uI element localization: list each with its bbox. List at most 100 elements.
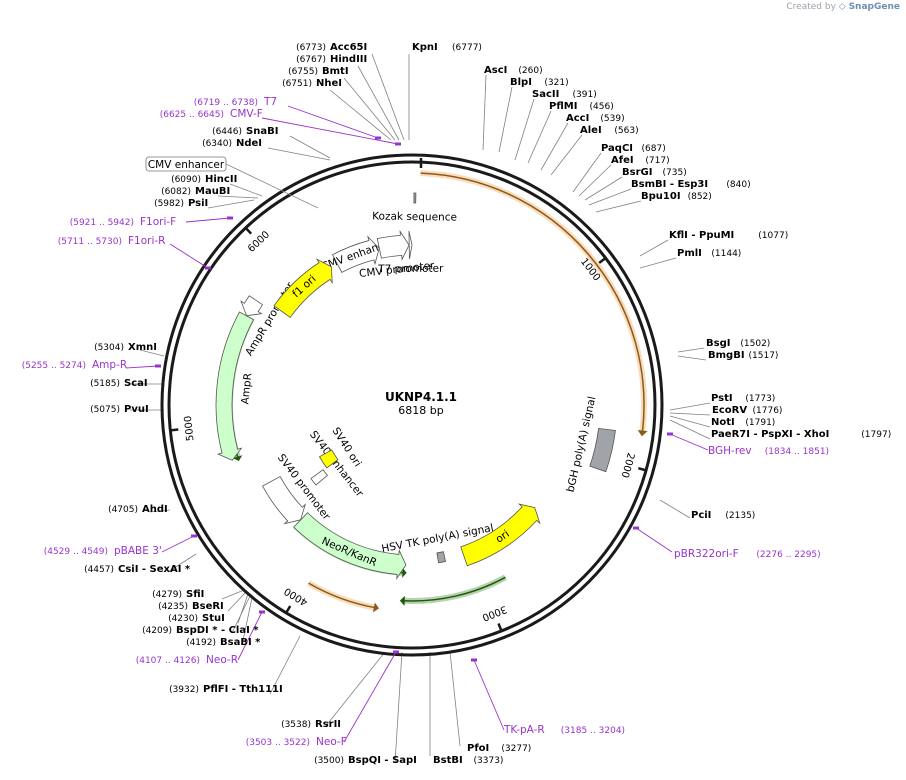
- site-pflfi: PflFI - Tth111I (3932): [169, 684, 283, 695]
- site-leader-line: [527, 110, 552, 164]
- site-bspdi: BspDI * - ClaI * (4209): [142, 625, 259, 636]
- site-pos: (1077): [758, 231, 788, 241]
- site-pos: (5304): [94, 343, 124, 353]
- site-pos: (391): [573, 90, 597, 100]
- site-name: BspDI * - ClaI *: [176, 625, 259, 636]
- site-bsrgi: BsrGI(735): [622, 167, 687, 178]
- ruler-label: 3000: [480, 603, 508, 623]
- site-bmgbi: BmgBI(1517): [708, 350, 778, 361]
- primer-neo-f: Neo-F(3503 .. 3522): [246, 650, 399, 748]
- callout-cmv-enhancer: CMV enhancer: [145, 156, 319, 209]
- primer-pbabe-3: pBABE 3'(4529 .. 4549): [44, 534, 197, 557]
- primer-tick: [259, 610, 265, 614]
- site-name: BsgI: [706, 338, 730, 349]
- primer-name: F1ori-F: [140, 216, 176, 228]
- orf-arc: [307, 580, 377, 611]
- site-name: KflI - PpuMI: [669, 230, 734, 241]
- callout-leader: [225, 163, 319, 209]
- site-name: BlpI: [510, 77, 532, 88]
- site-name: PflFI - Tth111I: [203, 684, 283, 695]
- site-pvui: PvuI(5075): [90, 404, 149, 415]
- site-pos: (6751): [282, 79, 312, 89]
- ruler-tick: [244, 226, 253, 235]
- site-name: PaqCI: [601, 143, 633, 154]
- primer-f1ori-r: F1ori-R(5711 .. 5730): [58, 235, 211, 270]
- site-pos: (1791): [745, 418, 775, 428]
- site-leader-line: [357, 65, 400, 141]
- primer-leader: [343, 651, 397, 743]
- site-pos: (6446): [212, 127, 242, 137]
- site-pos: (4705): [108, 505, 138, 515]
- primer-tick: [205, 266, 211, 270]
- primer-tick: [667, 432, 673, 436]
- site-hincii: HincII(6090): [171, 174, 237, 185]
- primer-name: T7: [263, 96, 277, 108]
- primer-pos: (1834 .. 1851): [765, 447, 829, 457]
- site-pos: (1517): [749, 351, 779, 361]
- feature-sv40-promoter: [262, 475, 307, 525]
- feature-sv40-ori: [318, 449, 339, 469]
- site-pmli: PmlI(1144): [677, 248, 741, 259]
- site-pos: (687): [642, 144, 666, 154]
- site-leader-line: [669, 419, 711, 440]
- primer-leader: [125, 365, 159, 369]
- primer-name: Neo-F: [316, 736, 347, 748]
- site-name: PmlI: [677, 248, 702, 259]
- ruler-tick: [170, 428, 179, 432]
- site-name: SacII: [532, 89, 559, 100]
- site-acc65i: Acc65I(6773): [296, 42, 367, 53]
- snapgene-credit: Created by ◇ SnapGene: [786, 2, 900, 12]
- site-leader-line: [149, 509, 171, 513]
- site-pos: (4209): [142, 626, 172, 636]
- site-pos: (4192): [186, 638, 216, 648]
- site-leader-line: [572, 152, 602, 193]
- feature-f1-ori: [273, 258, 333, 318]
- site-name: HindIII: [330, 54, 367, 65]
- primer-tick: [155, 364, 161, 368]
- site-name: XmnI: [128, 342, 157, 353]
- site-name: AccI: [566, 113, 589, 124]
- site-leaders: [130, 53, 711, 764]
- ruler-label: 5000: [183, 415, 197, 441]
- site-pflmi: PflMI(456): [549, 101, 614, 112]
- ruler-tick: [497, 623, 503, 632]
- site-rsrii: RsrII(3538): [281, 719, 341, 730]
- site-maubi: MauBI(6082): [161, 186, 230, 197]
- site-leader-line: [207, 199, 255, 209]
- primer-tick: [395, 142, 401, 146]
- feature-label: T7 promoter: [377, 263, 444, 276]
- feature-bgh-poly-a-signal: [589, 427, 616, 473]
- orf-arrowhead: [232, 455, 243, 462]
- site-leader-line: [324, 651, 386, 728]
- site-pos: (321): [544, 78, 568, 88]
- site-pos: (852): [688, 192, 712, 202]
- orf-arrowhead: [637, 429, 648, 437]
- site-leader-line: [241, 597, 253, 646]
- site-ecorv: EcoRV(1776): [712, 405, 782, 416]
- primer-leader: [169, 243, 209, 269]
- site-name: KpnI: [412, 42, 438, 53]
- site-pos: (3932): [169, 685, 199, 695]
- site-leader-line: [329, 89, 392, 141]
- primer-bgh-rev: BGH-rev(1834 .. 1851): [667, 432, 829, 457]
- orf-arc-core: [308, 582, 377, 609]
- site-leader-line: [343, 77, 396, 141]
- primer-tick: [633, 526, 639, 530]
- site-name: BseRI: [192, 601, 224, 612]
- site-bsmbi: BsmBI - Esp3I(840): [631, 179, 751, 190]
- site-leader-line: [139, 349, 165, 357]
- site-pos: (840): [726, 180, 750, 190]
- orf-arc: [402, 574, 507, 604]
- site-acci: AccI(539): [566, 113, 625, 124]
- primer-marks: T7(6719 .. 6738)CMV-F(6625 .. 6645)F1ori…: [22, 96, 829, 748]
- site-pos: (1502): [740, 339, 770, 349]
- site-name: AleI: [580, 125, 602, 136]
- ruler-label: 4000: [282, 585, 309, 608]
- primer-leader: [669, 433, 709, 451]
- site-sfii: SfiI(4279): [152, 589, 204, 600]
- plasmid-size: 6818 bp: [398, 404, 443, 417]
- site-pos: (6767): [296, 55, 326, 65]
- site-ahdi: AhdI(4705): [108, 504, 168, 515]
- orf-arc-core: [420, 172, 645, 433]
